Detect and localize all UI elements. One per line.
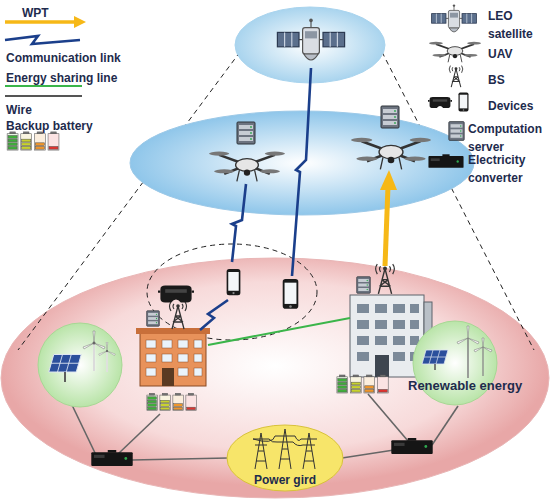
legend-label: Communication link: [6, 51, 121, 65]
uavs: [209, 106, 431, 181]
building-left: [136, 302, 210, 386]
legend-label: LEO satellite: [488, 9, 533, 41]
legend-label: WPT: [22, 6, 49, 20]
legend-label: UAV: [488, 47, 512, 61]
legend-entry: Energy sharing line: [6, 68, 136, 86]
legend-label: Devices: [488, 99, 533, 113]
legend-entry: Devices: [488, 96, 546, 114]
node-outline: [398, 318, 540, 414]
legend-entry: WPT: [22, 3, 82, 21]
legend-label: BS: [488, 73, 505, 87]
legend-label: Wire: [6, 103, 32, 117]
satellite: [277, 19, 344, 60]
legend-entry: Backup battery: [6, 116, 116, 134]
legend-entry: BS: [488, 70, 546, 88]
legend-entry: LEO satellite: [488, 6, 546, 42]
energy-sharing-line: [208, 318, 350, 345]
legend-entry: UAV: [488, 44, 546, 62]
devices: [158, 269, 298, 309]
legend-label: Electricity converter: [468, 153, 525, 185]
legend-entry: Wire: [6, 100, 66, 118]
node-label: Power gird: [254, 473, 316, 487]
legend-label: Energy sharing line: [6, 71, 117, 85]
backup-batteries: [147, 375, 388, 411]
legend-label: Computation server: [468, 122, 542, 154]
legend-entry: Communication link: [6, 48, 136, 66]
legend-entry: Electricity converter: [468, 150, 546, 186]
node-label: Renewable energy: [408, 378, 522, 393]
communication-links: [200, 68, 311, 330]
wpt-arrow: [380, 170, 397, 266]
legend-label: Backup battery: [6, 119, 93, 133]
power-grid-ellipse: Power gird: [225, 423, 345, 493]
legend-symbols: [5, 4, 481, 167]
renewable-left: [38, 323, 122, 407]
legend-entry: Computation server: [468, 119, 546, 155]
layer-ellipses: [1, 7, 549, 498]
renewable-energy-circle: Renewable energy: [398, 318, 540, 414]
